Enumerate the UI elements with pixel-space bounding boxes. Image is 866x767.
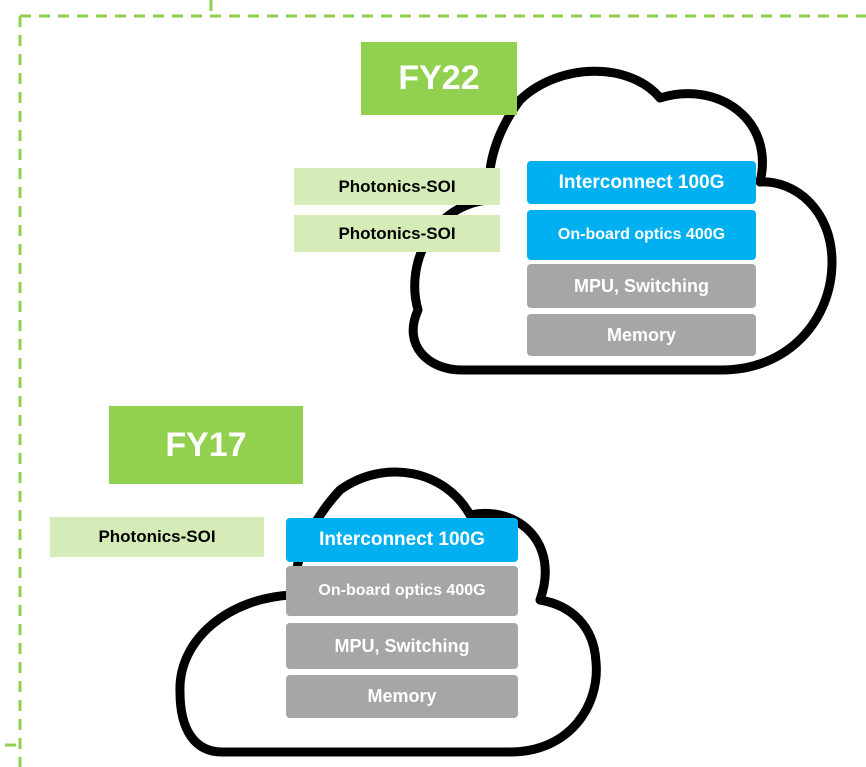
fy22-label: FY22 bbox=[361, 42, 517, 115]
fy17-tag-1: Photonics-SOI bbox=[50, 517, 264, 557]
fy22-tag-1: Photonics-SOI bbox=[294, 168, 500, 205]
dashed-frame bbox=[5, 0, 866, 767]
fy22-layer-interconnect: Interconnect 100G bbox=[527, 161, 756, 204]
fy17-layer-onboard-optics: On-board optics 400G bbox=[286, 566, 518, 616]
fy22-layer-memory: Memory bbox=[527, 314, 756, 356]
fy17-layer-interconnect: Interconnect 100G bbox=[286, 518, 518, 562]
fy17-label: FY17 bbox=[109, 406, 303, 484]
fy17-layer-memory: Memory bbox=[286, 675, 518, 718]
fy22-layer-onboard-optics: On-board optics 400G bbox=[527, 210, 756, 260]
fy22-layer-mpu-switching: MPU, Switching bbox=[527, 264, 756, 308]
fy17-layer-mpu-switching: MPU, Switching bbox=[286, 623, 518, 669]
fy22-tag-2: Photonics-SOI bbox=[294, 215, 500, 252]
